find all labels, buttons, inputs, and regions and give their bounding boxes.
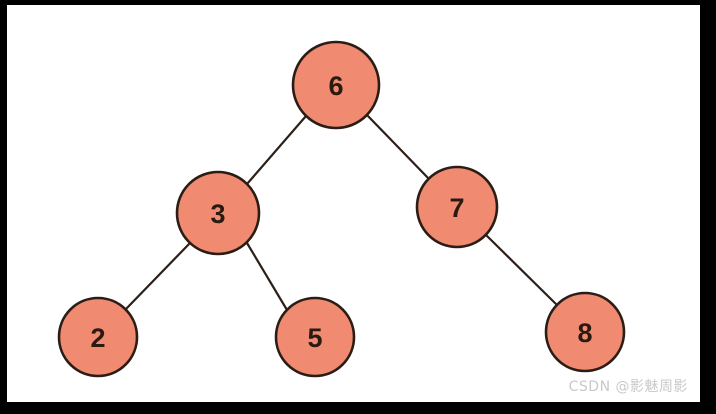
tree-node-circle-7[interactable] [415,165,499,249]
tree-edge-n3-n2 [124,241,192,311]
tree-node-3[interactable]: 3 [175,170,261,256]
tree-node-circle-6[interactable] [291,40,381,130]
tree-edge-n3-n5 [245,241,289,312]
tree-node-2[interactable]: 2 [57,296,139,378]
tree-node-circle-3[interactable] [175,170,261,256]
tree-node-circle-2[interactable] [57,296,139,378]
tree-node-label-2: 2 [90,323,105,353]
diagram-canvas: 6 3 7 2 5 8 CSDN @影魅周影 [7,5,700,402]
tree-node-6[interactable]: 6 [291,40,381,130]
tree-nodes-group: 6 3 7 2 5 8 [57,40,626,378]
binary-tree-graphic: 6 3 7 2 5 8 [57,40,626,378]
tree-edges-group [124,112,559,312]
tree-node-7[interactable]: 7 [415,165,499,249]
tree-node-label-3: 3 [210,199,225,229]
tree-node-circle-8[interactable] [544,291,626,373]
tree-edge-n7-n8 [484,233,559,307]
tree-node-label-5: 5 [307,323,322,353]
tree-node-label-6: 6 [328,71,343,101]
tree-node-circle-5[interactable] [274,296,356,378]
tree-node-5[interactable]: 5 [274,296,356,378]
tree-node-label-7: 7 [449,193,464,223]
tree-edge-n6-n3 [245,114,308,186]
csdn-watermark: CSDN @影魅周影 [568,379,688,395]
tree-node-label-8: 8 [577,318,592,348]
tree-edge-n6-n7 [364,112,431,181]
tree-node-8[interactable]: 8 [544,291,626,373]
